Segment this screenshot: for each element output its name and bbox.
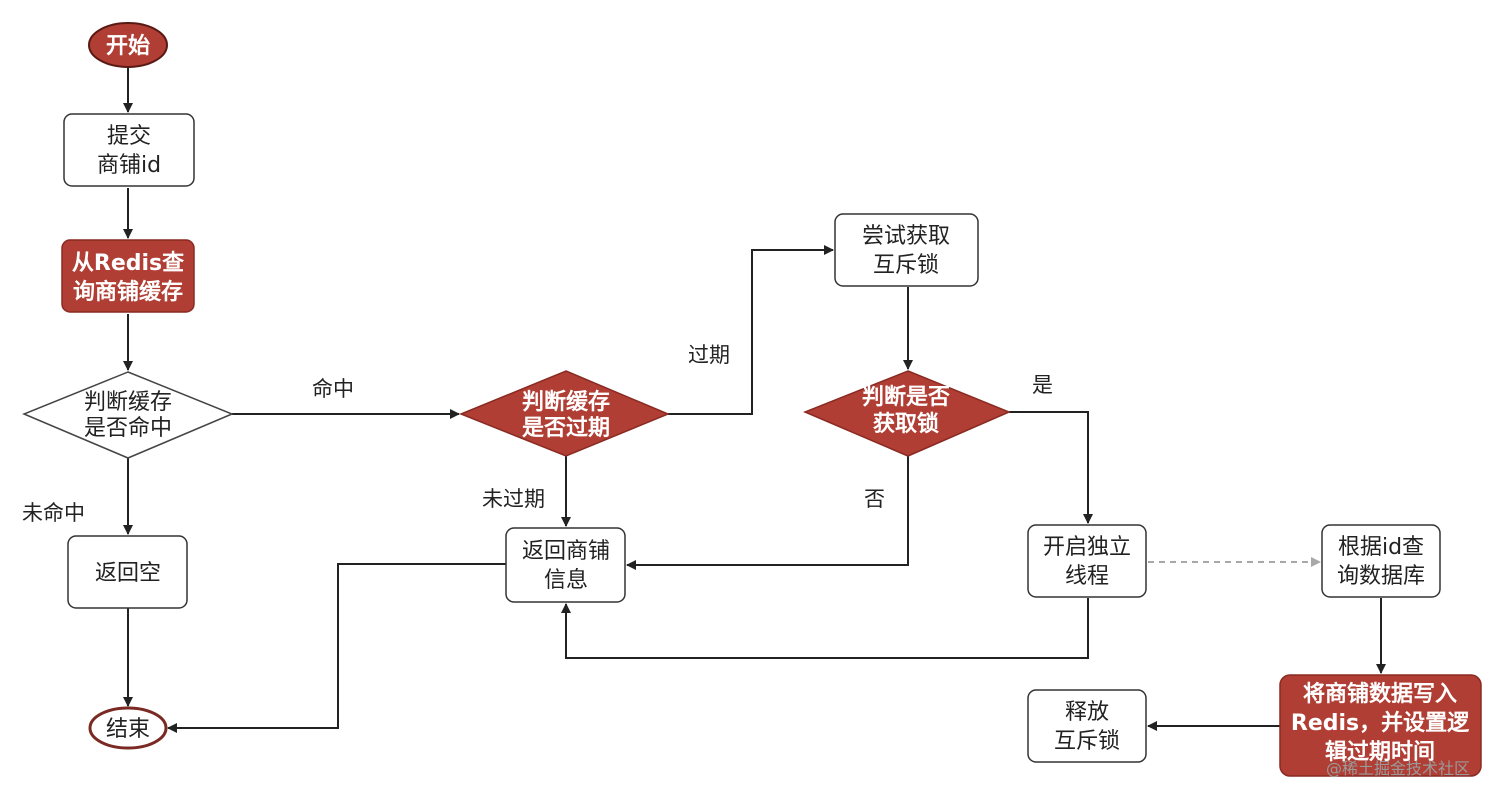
expire-check-node: 判断缓存 是否过期: [459, 370, 670, 457]
query-redis-node: 从Redis查 询商铺缓存: [61, 239, 195, 313]
submit-shop-id-node: 提交 商铺id: [63, 113, 195, 187]
start-thread-line2: 线程: [1065, 564, 1109, 589]
hit-check-line2: 是否命中: [84, 416, 172, 441]
query-db-line2: 询数据库: [1337, 564, 1425, 589]
edge-yes: [1009, 411, 1093, 524]
end-label: 结束: [106, 717, 150, 742]
start-thread-line1: 开启独立: [1043, 535, 1131, 560]
try-lock-node: 尝试获取 互斥锁: [834, 213, 979, 287]
edges: [123, 67, 1386, 733]
return-shop-line1: 返回商铺: [522, 539, 610, 564]
query-redis-line2: 询商铺缓存: [73, 279, 183, 305]
write-redis-line3: 辑过期时间: [1325, 739, 1435, 765]
submit-label-line1: 提交: [107, 124, 151, 149]
hit-check-line1: 判断缓存: [84, 390, 172, 415]
edge-label-hit: 命中: [312, 377, 354, 401]
start-label: 开始: [106, 33, 150, 59]
start-node: 开始: [88, 22, 168, 68]
lock-check-line1: 判断是否: [862, 384, 950, 410]
edge-label-expired: 过期: [688, 343, 730, 367]
write-redis-line2: Redis，并设置逻: [1291, 710, 1470, 736]
return-empty-label: 返回空: [95, 561, 161, 586]
try-lock-line2: 互斥锁: [873, 253, 939, 278]
write-redis-line1: 将商铺数据写入: [1303, 681, 1457, 707]
release-lock-line2: 互斥锁: [1054, 729, 1120, 754]
return-shop-node: 返回商铺 信息: [505, 527, 626, 603]
return-empty-node: 返回空: [67, 535, 188, 609]
edge-expired: [668, 245, 834, 415]
lock-check-line2: 获取锁: [873, 411, 939, 437]
lock-check-node: 判断是否 获取锁: [803, 370, 1011, 457]
edge-returnshop-end: [167, 563, 506, 733]
edge-label-yes: 是: [1032, 373, 1053, 397]
query-db-node: 根据id查 询数据库: [1321, 524, 1441, 598]
release-lock-line1: 释放: [1065, 700, 1109, 725]
watermark: @稀土掘金技术社区: [1326, 759, 1470, 778]
submit-label-line2: 商铺id: [97, 153, 161, 178]
edge-thread-returnshop: [561, 598, 1089, 659]
write-redis-node: 将商铺数据写入 Redis，并设置逻 辑过期时间: [1279, 674, 1482, 777]
query-db-line1: 根据id查: [1338, 535, 1424, 560]
query-redis-line1: 从Redis查: [72, 251, 184, 276]
edge-label-no: 否: [864, 487, 885, 511]
expire-check-line2: 是否过期: [522, 416, 610, 441]
edge-label-not-expired: 未过期: [482, 487, 545, 511]
release-lock-node: 释放 互斥锁: [1027, 689, 1147, 763]
return-shop-line2: 信息: [544, 568, 588, 593]
hit-check-node: 判断缓存 是否命中: [22, 371, 234, 459]
expire-check-line1: 判断缓存: [522, 389, 610, 415]
try-lock-line1: 尝试获取: [862, 224, 950, 249]
edge-no: [626, 456, 909, 570]
end-node: 结束: [88, 706, 168, 750]
edge-label-miss: 未命中: [22, 501, 85, 525]
start-thread-node: 开启独立 线程: [1027, 524, 1147, 598]
